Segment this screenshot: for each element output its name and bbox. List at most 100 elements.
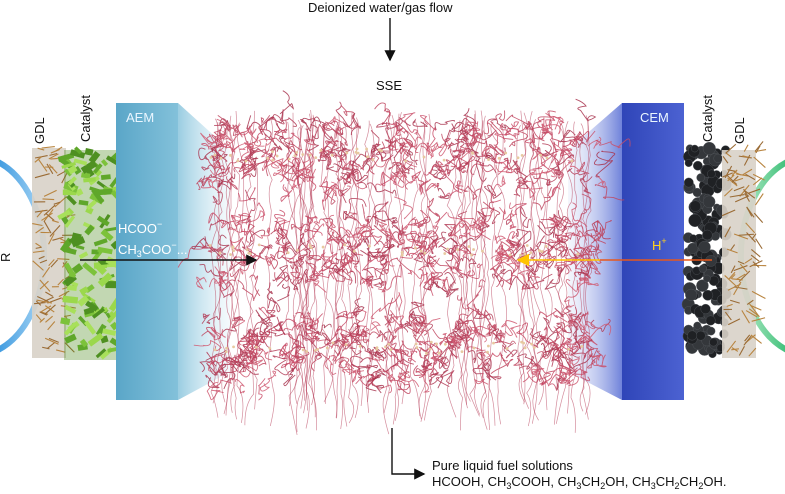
polymer-crosslink [348,112,355,423]
polymer-bead [446,248,449,251]
polymer-strand [275,272,290,282]
polymer-bead [567,348,570,351]
polymer-bead [246,248,249,251]
cem-label: CEM [640,110,669,125]
catalyst-sphere [714,154,723,163]
catalyst-sphere [706,316,715,325]
polymer-bead [345,151,348,154]
polymer-bead [401,254,404,257]
polymer-bead [517,156,520,159]
proton-label: H+ [652,236,667,253]
polymer-bead [471,152,474,155]
polymer-bead [443,159,446,162]
polymer-strand [433,212,447,234]
catalyst-sphere [699,265,707,273]
polymer-bead [509,254,512,257]
polymer-bead [401,251,404,254]
polymer-bead [526,244,529,247]
polymer-strand [499,207,514,219]
polymer-bead [375,348,378,351]
output-products: HCOOH, CH3COOH, CH3CH2OH, CH3CH2CH2OH. [432,474,726,494]
polymer-bead [232,249,235,252]
catalyst-sphere [703,142,716,155]
polymer-strand [484,111,504,134]
fiber [756,239,762,249]
polymer-bead [378,149,381,152]
polymer-bead [314,156,317,159]
sse-polymer-network [178,91,630,435]
polymer-strand [410,270,427,283]
polymer-bead [229,154,232,157]
polymer-bead [266,157,269,160]
sse-label: SSE [376,78,402,93]
catalyst-sphere [707,327,715,335]
polymer-strand [576,99,596,121]
polymer-bead [295,151,298,154]
left-gdl-layer [32,148,66,358]
catalyst-sphere [691,145,698,152]
output-title: Pure liquid fuel solutions [432,458,573,473]
aem-label: AEM [126,110,154,125]
polymer-strand [491,355,513,374]
catalyst-sphere [703,196,715,208]
polymer-strand [350,213,361,227]
polymer-bead [271,150,274,153]
polymer-bead [331,154,334,157]
polymer-bead [498,157,501,160]
polymer-bead [225,347,228,350]
polymer-bead [423,156,426,159]
left-gdl-label: GDL [32,117,47,144]
catalyst-sphere [699,241,711,253]
polymer-bead [444,343,447,346]
polymer-bead [305,350,308,353]
polymer-bead [209,244,212,247]
polymer-bead [456,248,459,251]
polymer-strand [273,266,288,287]
polymer-bead [415,346,418,349]
anion-species-label: HCOO− CH3COO−... [118,216,188,262]
polymer-bead [524,346,527,349]
right-gdl-label: GDL [732,117,747,144]
polymer-bead [486,351,489,354]
polymer-strand [384,258,412,274]
polymer-bead [301,153,304,156]
polymer-strand [351,309,367,321]
fiber [43,199,55,200]
polymer-bead [438,352,441,355]
polymer-bead [225,350,228,353]
polymer-bead [387,343,390,346]
polymer-strand [371,322,380,333]
polymer-bead [244,160,247,163]
polymer-strand [281,184,292,201]
polymer-bead [384,345,387,348]
catalyst-sphere [684,178,693,187]
polymer-bead [430,341,433,344]
polymer-bead [258,243,261,246]
polymer-bead [232,245,235,248]
polymer-strand [507,220,516,229]
polymer-strand [250,275,260,296]
catalyst-sphere [685,289,697,301]
polymer-bead [570,159,573,162]
polymer-bead [309,154,312,157]
right-catalyst-label: Catalyst [700,95,715,142]
polymer-bead [371,158,374,161]
polymer-strand [416,371,430,392]
polymer-bead [472,248,475,251]
polymer-bead [519,254,522,257]
catalyst-sphere [694,322,702,330]
polymer-bead [247,252,250,255]
polymer-bead [468,245,471,248]
polymer-strand [370,155,390,167]
polymer-bead [288,158,291,161]
polymer-bead [546,156,549,159]
polymer-bead [420,250,423,253]
left-catalyst-label: Catalyst [78,95,93,142]
polymer-bead [423,252,426,255]
polymer-bead [389,348,392,351]
polymer-bead [461,350,464,353]
polymer-bead [443,252,446,255]
outlet-flow-arrow [392,428,424,474]
polymer-strand [207,382,223,399]
polymer-bead [302,348,305,351]
